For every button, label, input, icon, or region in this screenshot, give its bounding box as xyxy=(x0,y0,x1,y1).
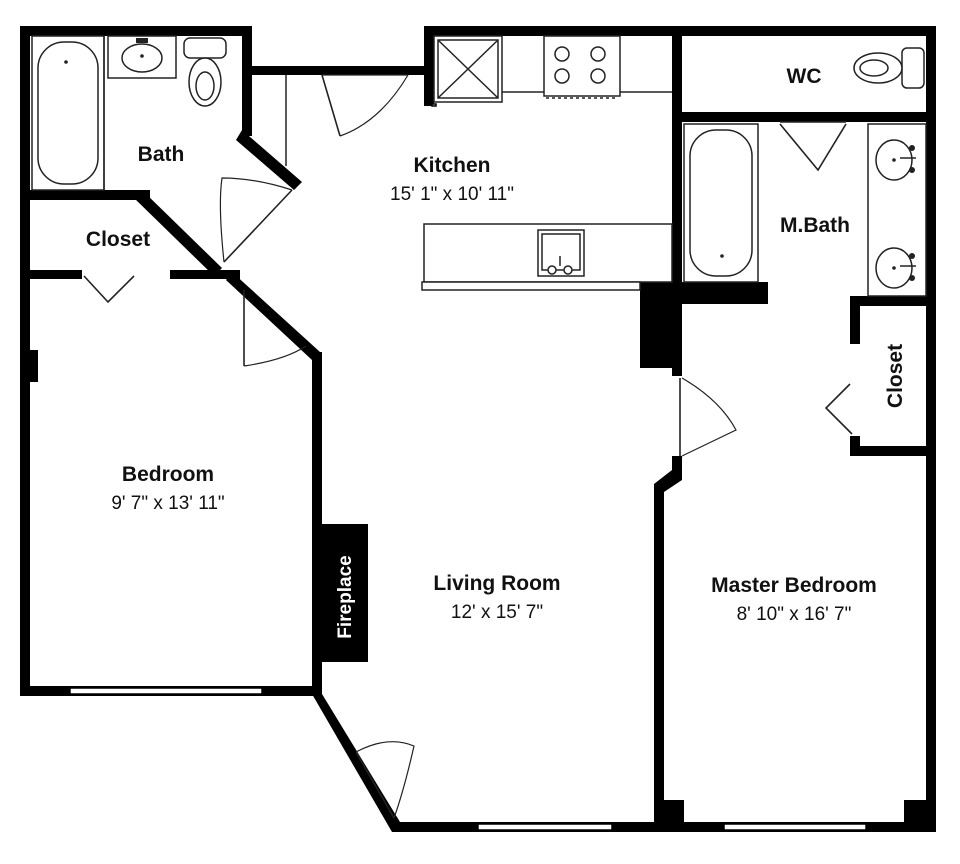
room-name-master-bedroom: Master Bedroom xyxy=(711,574,877,597)
sink-icon xyxy=(875,247,916,289)
sink-icon xyxy=(107,35,177,79)
window-icon xyxy=(69,687,263,695)
room-name-master-bath: M.Bath xyxy=(780,214,850,237)
bathtub-icon xyxy=(683,123,759,283)
room-dimensions-living-room: 12' x 15' 7" xyxy=(451,602,543,623)
toilet-icon xyxy=(853,47,925,89)
wall xyxy=(312,694,400,832)
room-labels: Bath Closet Kitchen 15' 1" x 10' 11" WC … xyxy=(86,65,907,639)
wall xyxy=(682,282,768,304)
door-swing-icon xyxy=(779,121,847,172)
wall xyxy=(20,190,150,200)
room-dimensions-kitchen: 15' 1" x 10' 11" xyxy=(390,184,514,205)
wall xyxy=(424,26,434,106)
bathtub-icon xyxy=(31,35,105,191)
wall xyxy=(904,800,936,832)
wall xyxy=(250,66,424,75)
wall xyxy=(236,130,302,190)
door-swing-icon xyxy=(321,74,409,137)
wall xyxy=(926,26,936,832)
wall xyxy=(20,26,30,694)
wall xyxy=(20,270,82,279)
wall xyxy=(20,26,252,36)
wall xyxy=(672,368,682,376)
room-dimensions-master-bedroom: 8' 10" x 16' 7" xyxy=(737,604,852,625)
room-name-bath: Bath xyxy=(138,143,185,166)
windows xyxy=(69,103,867,831)
kitchen-sink-icon xyxy=(537,229,585,277)
wall xyxy=(640,282,682,368)
fireplace-label: Fireplace xyxy=(335,555,356,638)
door-swing-icon xyxy=(679,377,737,457)
stove-icon xyxy=(543,35,621,99)
door-swing-icon xyxy=(824,383,853,435)
wall xyxy=(226,272,320,360)
sink-icon xyxy=(875,139,916,181)
door-swing-icon xyxy=(219,177,293,263)
wall xyxy=(654,800,684,832)
door-swing-icon xyxy=(243,290,307,367)
room-dimensions-bedroom: 9' 7" x 13' 11" xyxy=(111,493,224,514)
refrigerator-icon xyxy=(433,35,503,103)
wall xyxy=(850,296,936,306)
door-swing-icon xyxy=(83,275,135,304)
wall xyxy=(312,352,322,694)
fixtures xyxy=(31,35,927,662)
window-icon xyxy=(431,103,437,107)
doors xyxy=(83,74,853,819)
wall xyxy=(654,456,682,832)
wall xyxy=(672,112,936,122)
room-name-bedroom: Bedroom xyxy=(122,463,214,486)
wall xyxy=(672,26,682,282)
wall xyxy=(134,190,222,276)
door-swing-icon xyxy=(355,741,415,819)
fireplace xyxy=(322,524,368,662)
window-icon xyxy=(723,823,867,831)
toilet-icon xyxy=(183,37,227,107)
room-name-closet-left: Closet xyxy=(86,228,150,251)
room-name-living-room: Living Room xyxy=(433,572,560,595)
room-name-closet-right: Closet xyxy=(884,344,907,408)
wall xyxy=(850,446,936,456)
wall xyxy=(170,270,240,279)
room-name-wc: WC xyxy=(787,65,822,88)
wall xyxy=(28,350,38,382)
wall xyxy=(242,26,252,136)
room-name-kitchen: Kitchen xyxy=(413,154,490,177)
window-icon xyxy=(477,823,613,831)
wall xyxy=(850,296,860,344)
